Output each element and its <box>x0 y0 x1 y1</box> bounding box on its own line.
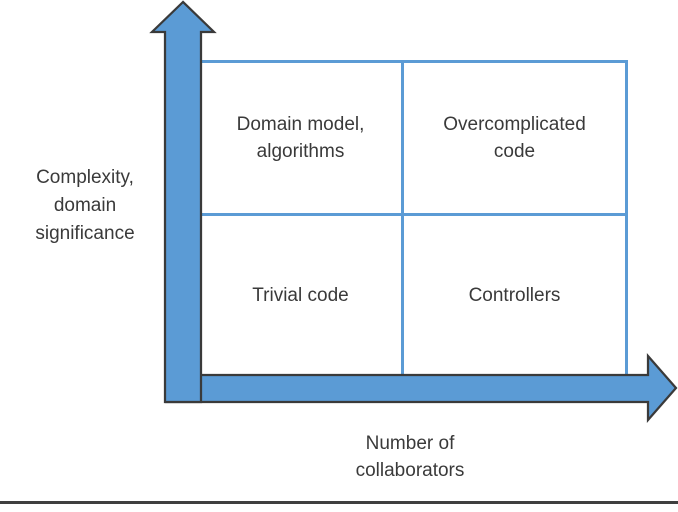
quadrant-bottom-left: Trivial code <box>200 216 404 374</box>
quadrant-top-left: Domain model, algorithms <box>200 63 404 216</box>
quadrant-top-right: Overcomplicated code <box>404 63 625 216</box>
x-axis-label: Number of collaborators <box>355 433 465 481</box>
quadrant-bottom-right: Controllers <box>404 216 625 374</box>
bottom-divider <box>0 501 678 504</box>
quadrant-grid: Domain model, algorithms Overcomplicated… <box>200 60 628 374</box>
y-axis-label: Complexity, domain significance <box>35 167 135 244</box>
